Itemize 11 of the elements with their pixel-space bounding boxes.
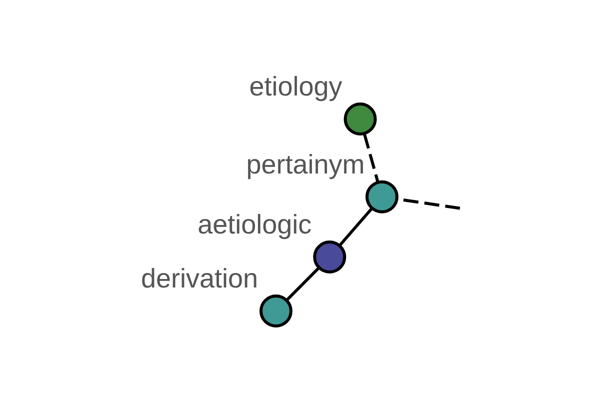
node-circle — [364, 180, 398, 214]
node-circle — [312, 240, 346, 274]
connector — [338, 207, 372, 246]
node-label: etiology — [248, 72, 342, 102]
connector — [362, 134, 379, 182]
node-label: derivation — [140, 264, 258, 294]
node-label: aetiologic — [197, 210, 312, 240]
node-circle — [343, 102, 376, 136]
node-circle — [258, 294, 292, 328]
node-label: pertainym — [246, 149, 364, 180]
connector — [285, 267, 319, 302]
